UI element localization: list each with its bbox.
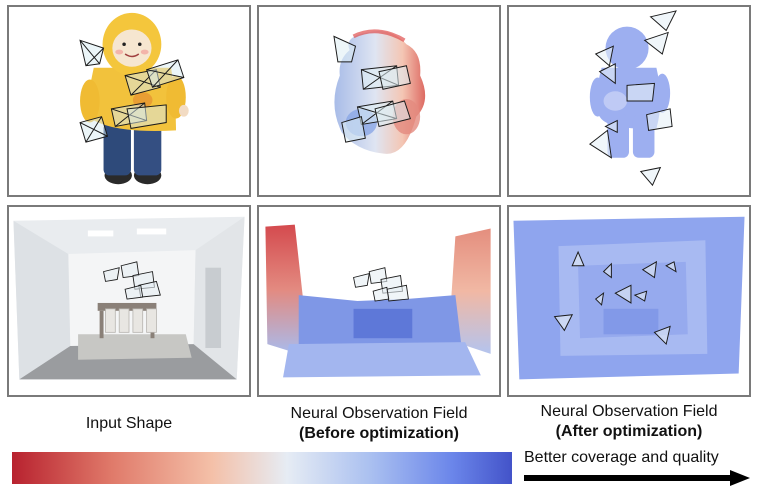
caption-after-title: Neural Observation Field (540, 403, 718, 420)
caption-before-sub: (Before optimization) (299, 425, 459, 442)
caption-after: Neural Observation Field (After optimiza… (507, 402, 751, 442)
observation-field-room-after (513, 216, 745, 380)
observation-field-doll-after (588, 10, 677, 187)
observation-field-room-before (265, 224, 491, 378)
progress-arrow-icon (524, 470, 750, 486)
panel-input-room (7, 205, 251, 397)
doll-render (79, 12, 189, 185)
camera-frustums (79, 39, 185, 143)
panel-before-doll (257, 5, 501, 197)
progress-label: Better coverage and quality (524, 449, 719, 466)
panel-before-room (257, 205, 501, 397)
caption-before: Neural Observation Field (Before optimiz… (257, 404, 501, 444)
panel-after-room (507, 205, 751, 397)
caption-input-shape: Input Shape (7, 414, 251, 434)
caption-after-sub: (After optimization) (555, 423, 703, 440)
caption-input-shape-text: Input Shape (85, 415, 173, 432)
room-render (13, 216, 245, 380)
caption-before-title: Neural Observation Field (290, 405, 468, 422)
observation-field-doll-before (333, 29, 426, 154)
panel-after-doll (507, 5, 751, 197)
colorbar (12, 452, 512, 484)
panel-input-doll (7, 5, 251, 197)
